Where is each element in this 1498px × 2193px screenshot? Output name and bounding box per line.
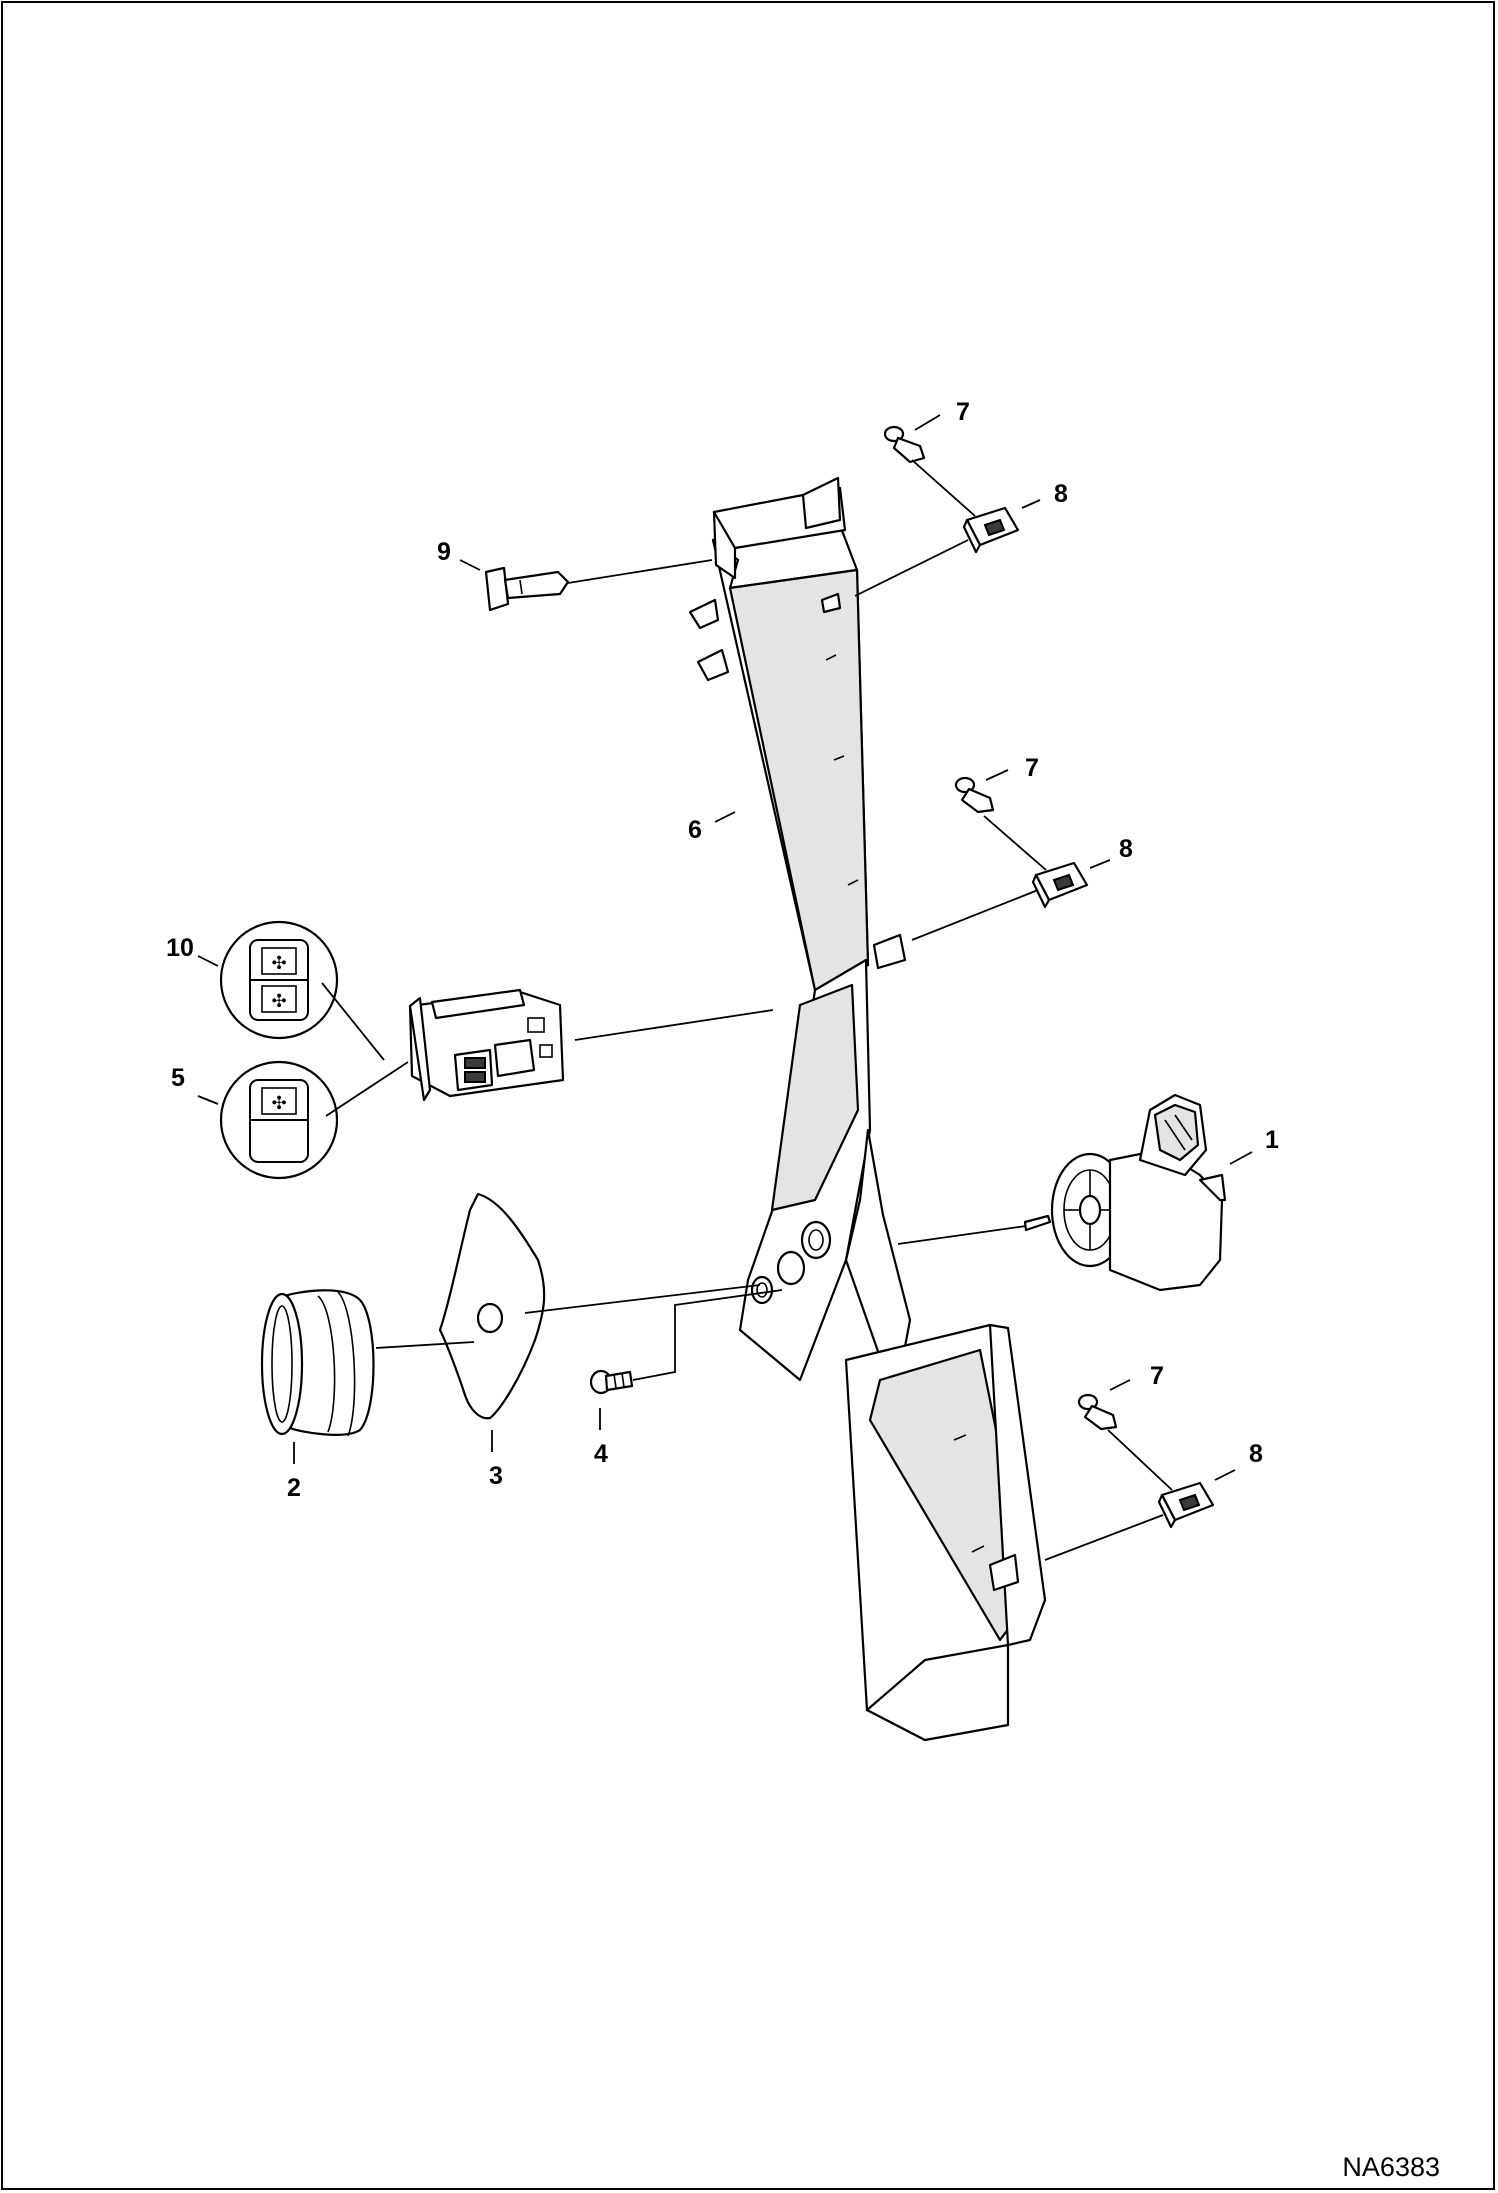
callout-6: 6 xyxy=(688,816,702,844)
callout-4: 4 xyxy=(594,1440,608,1468)
gasket-part-3 xyxy=(438,1192,546,1420)
fan-symbol-icon xyxy=(261,947,297,975)
callout-1: 1 xyxy=(1265,1126,1279,1154)
callout-10: 10 xyxy=(166,934,194,962)
callout-9: 9 xyxy=(437,538,451,566)
switch-housing xyxy=(408,988,565,1102)
callout-8-bottom: 8 xyxy=(1249,1440,1263,1468)
fan-symbol-icon xyxy=(261,985,297,1013)
clip-nut-part-8-top xyxy=(962,506,1020,554)
callout-2: 2 xyxy=(287,1474,301,1502)
leader-lines xyxy=(321,459,1173,1561)
callout-8-top: 8 xyxy=(1054,480,1068,508)
callout-7-bottom: 7 xyxy=(1150,1362,1164,1390)
clip-nut-part-8-middle xyxy=(1031,861,1089,909)
svg-text:✣: ✣ xyxy=(271,991,286,1012)
bolt-part-7-bottom xyxy=(1077,1393,1118,1431)
svg-text:✣: ✣ xyxy=(271,1093,286,1114)
callout-7-top: 7 xyxy=(956,398,970,426)
bracket-part-6 xyxy=(688,476,1047,1742)
figure-reference-code: NA6383 xyxy=(1342,2152,1440,2182)
bolt-part-7-middle xyxy=(954,776,995,814)
clip-nut-part-8-bottom xyxy=(1157,1481,1215,1529)
push-pin-part-9 xyxy=(484,566,570,612)
pedal-pad-part-2 xyxy=(260,1289,375,1437)
fan-symbol-icon xyxy=(261,1087,297,1115)
sensor-part-1 xyxy=(1023,1093,1227,1292)
callout-8-middle: 8 xyxy=(1119,835,1133,863)
bolt-part-7-top xyxy=(883,425,926,464)
callout-3: 3 xyxy=(489,1462,503,1490)
callout-labels: 1 2 3 4 5 6 7 7 7 8 8 8 9 10 xyxy=(166,398,1279,1502)
callout-5: 5 xyxy=(171,1064,185,1092)
callout-ticks xyxy=(197,414,1253,1481)
rocker-switch-part-5: ✣ xyxy=(219,1060,339,1180)
svg-text:✣: ✣ xyxy=(271,953,286,974)
callout-7-middle: 7 xyxy=(1025,754,1039,782)
rocker-switch-part-10: ✣ ✣ xyxy=(219,920,339,1040)
screw-part-4 xyxy=(589,1369,634,1395)
